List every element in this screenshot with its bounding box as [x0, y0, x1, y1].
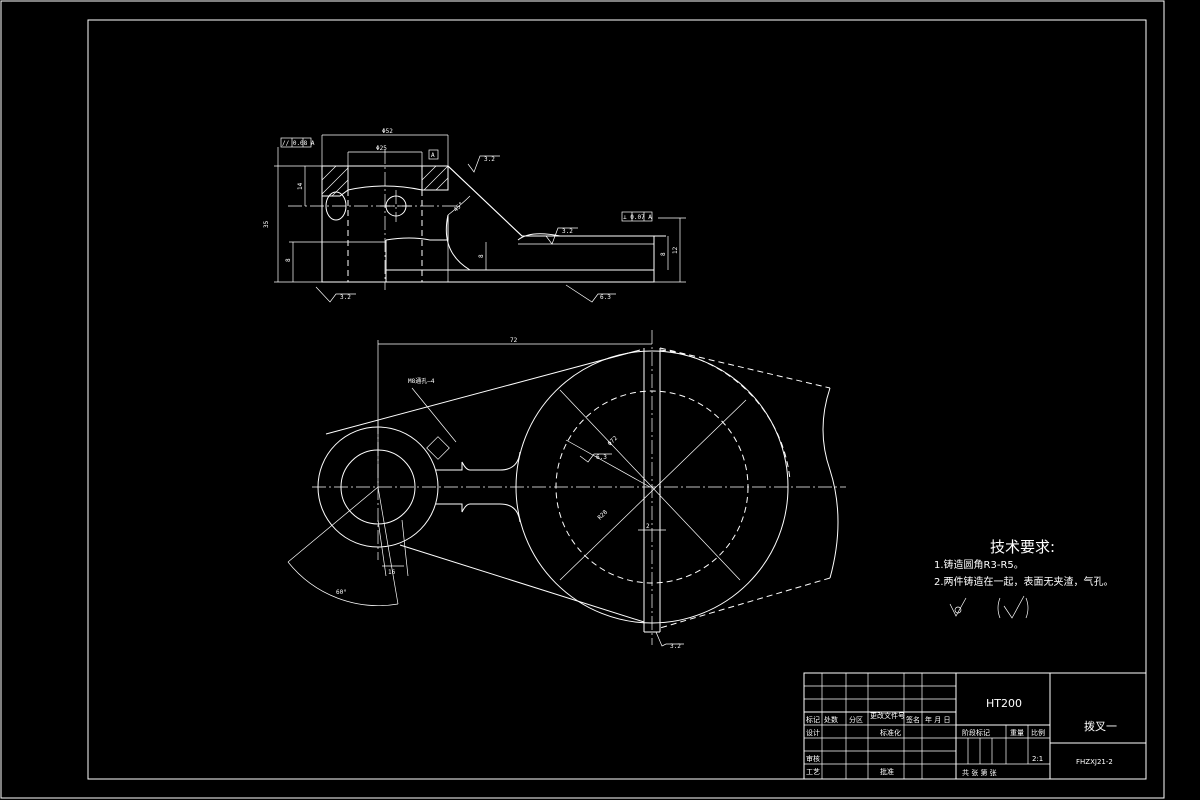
tb-label-design: 设计 — [806, 728, 820, 737]
roughness-plan-1: 3.2 — [670, 643, 681, 650]
requirement-item-1: 1.铸造圆角R3-R5。 — [934, 558, 1024, 571]
dim-height-total: 35 — [263, 220, 270, 228]
dim-height-lower: 8 — [285, 258, 292, 262]
tb-label-approve: 批准 — [880, 767, 894, 776]
tb-stage-label: 阶段标记 — [962, 728, 990, 737]
requirement-item-2: 2.两件铸造在一起，表面无夹渣，气孔。 — [934, 575, 1114, 588]
roughness-symbols — [949, 595, 1029, 619]
tb-scale-label: 比例 — [1031, 728, 1045, 737]
outer-border — [0, 0, 1165, 799]
roughness-3: 6.3 — [600, 294, 611, 301]
inner-border — [87, 19, 1147, 780]
section-view — [274, 134, 686, 303]
tb-label-count: 处数 — [824, 715, 838, 724]
dim-bore: Φ25 — [376, 145, 387, 152]
plan-view — [287, 330, 846, 647]
dim-top-width: Φ52 — [382, 128, 393, 135]
dim-angle-60: 60° — [336, 589, 347, 596]
title-block — [803, 672, 1147, 780]
tb-label-standardization: 标准化 — [880, 728, 901, 737]
roughness-2: 3.2 — [340, 294, 351, 301]
datum-label: A — [431, 152, 435, 159]
dim-boss-height: 8 — [478, 254, 485, 258]
tb-drawing-number: FHZXJ21-2 — [1076, 758, 1113, 766]
tb-label-date: 年 月 日 — [925, 715, 950, 724]
requirements-title: 技术要求: — [990, 538, 1055, 556]
tolerance-parallelism: // 0.08 A — [282, 140, 315, 147]
tb-part-name: 拨叉一 — [1084, 719, 1117, 733]
tb-weight-label: 重量 — [1010, 729, 1024, 737]
dim-right-h2: 12 — [672, 246, 679, 254]
tb-label-process: 工艺 — [806, 768, 820, 776]
tb-label-change-doc: 更改文件号 — [870, 711, 905, 720]
tb-material: HT200 — [986, 697, 1022, 710]
dim-length: 72 — [510, 337, 518, 344]
dim-slot: 2 — [646, 523, 650, 530]
tolerance-perpendicularity: ⊥ 0.07 A — [623, 214, 652, 221]
dim-big-dia-1: Φ72 — [606, 435, 619, 448]
roughness-4: 3.2 — [562, 228, 573, 235]
dim-right-h1: 8 — [660, 252, 667, 256]
tb-scale-value: 2:1 — [1032, 755, 1043, 763]
tb-label-signature: 签名 — [906, 715, 920, 724]
roughness-1: 3.2 — [484, 156, 495, 163]
roughness-plan-2: 6.3 — [596, 454, 607, 461]
tb-sheet-info: 共 张 第 张 — [962, 768, 997, 777]
dim-height-upper: 14 — [297, 182, 304, 190]
tb-label-review: 审核 — [806, 754, 820, 763]
tb-label-zone: 分区 — [849, 715, 863, 724]
tb-label-mark: 标记 — [806, 715, 820, 724]
note-chamfer: M8通孔—4 — [408, 377, 435, 385]
dim-big-dia-2: R28 — [596, 509, 609, 522]
dim-small-width: 16 — [388, 569, 396, 576]
